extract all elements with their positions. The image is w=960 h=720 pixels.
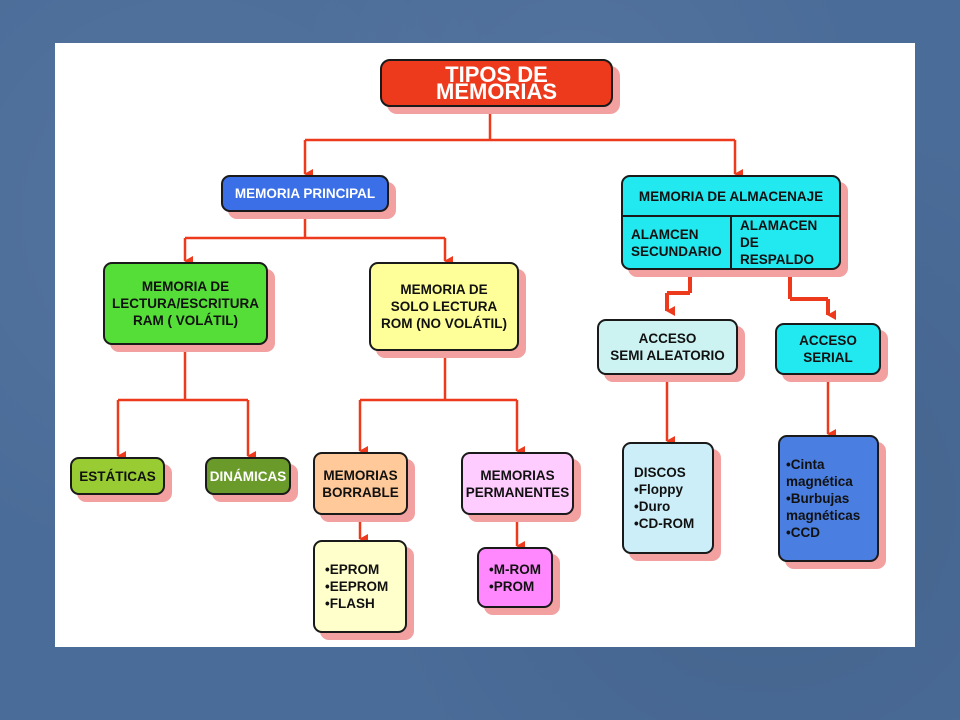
node-estaticas: ESTÁTICAS xyxy=(70,457,165,495)
node-memoria-ram: MEMORIA DE LECTURA/ESCRITURA RAM ( VOLÁT… xyxy=(103,262,268,345)
node-acceso-serial: ACCESO SERIAL xyxy=(775,323,881,375)
node-almacen-respaldo: ALAMACEN DE RESPALDO xyxy=(730,217,839,268)
almacenaje-subdivisions: ALAMCEN SECUNDARIO ALAMACEN DE RESPALDO xyxy=(623,217,839,268)
node-dinamicas: DINÁMICAS xyxy=(205,457,291,495)
connector-lines xyxy=(116,107,836,551)
title-box: TIPOS DE MEMORIAS xyxy=(380,59,613,107)
almacenaje-header: MEMORIA DE ALMACENAJE xyxy=(623,177,839,217)
node-memoria-rom: MEMORIA DE SOLO LECTURA ROM (NO VOLÁTIL) xyxy=(369,262,519,351)
node-borrable-list: •EPROM •EEPROM •FLASH xyxy=(313,540,407,633)
node-memoria-principal: MEMORIA PRINCIPAL xyxy=(221,175,389,212)
node-memoria-almacenaje: MEMORIA DE ALMACENAJE ALAMCEN SECUNDARIO… xyxy=(621,175,841,270)
node-acceso-semi-aleatorio: ACCESO SEMI ALEATORIO xyxy=(597,319,738,375)
node-cinta-list: •Cinta magnética •Burbujas magnéticas •C… xyxy=(778,435,879,562)
node-discos-list: DISCOS •Floppy •Duro •CD-ROM xyxy=(622,442,714,554)
node-memorias-permanentes: MEMORIAS PERMANENTES xyxy=(461,452,574,515)
diagram-title: TIPOS DE MEMORIAS xyxy=(436,62,557,104)
node-permanentes-list: •M-ROM •PROM xyxy=(477,547,553,608)
node-memorias-borrable: MEMORIAS BORRABLE xyxy=(313,452,408,515)
slide-canvas: TIPOS DE MEMORIAS MEMORIA PRINCIPAL MEMO… xyxy=(55,43,915,647)
node-almacen-secundario: ALAMCEN SECUNDARIO xyxy=(631,226,722,259)
